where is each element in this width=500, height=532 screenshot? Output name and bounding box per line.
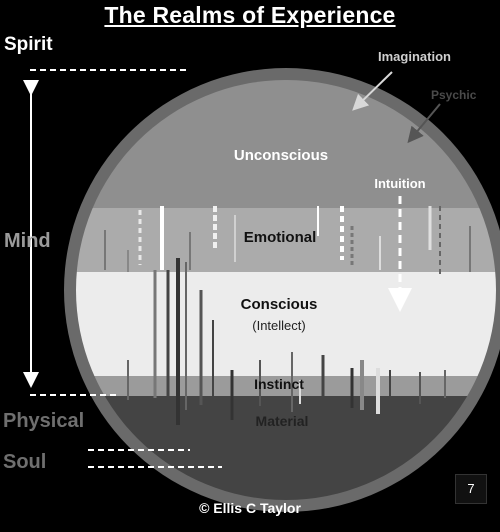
page-number-badge: 7 bbox=[455, 474, 487, 504]
unconscious-label: Unconscious bbox=[234, 147, 328, 164]
intellect-label: (Intellect) bbox=[252, 318, 305, 333]
copyright-text: © Ellis C Taylor bbox=[199, 500, 301, 516]
instinct-label: Instinct bbox=[254, 376, 304, 392]
mind-label: Mind bbox=[4, 230, 51, 252]
material-label: Material bbox=[256, 413, 309, 429]
emotional-label: Emotional bbox=[244, 229, 317, 246]
diagram-title: The Realms of Experience bbox=[104, 2, 396, 28]
intuition-label: Intuition bbox=[374, 176, 425, 191]
conscious-label: Conscious bbox=[241, 296, 318, 313]
soul-label: Soul bbox=[3, 451, 47, 473]
vertical-streaks bbox=[104, 206, 471, 425]
imagination-label: Imagination bbox=[378, 49, 451, 64]
spirit-label: Spirit bbox=[4, 34, 53, 55]
imagination-arrow bbox=[352, 71, 393, 111]
band-conscious bbox=[76, 272, 496, 376]
physical-label: Physical bbox=[3, 410, 85, 432]
band-emotional bbox=[76, 208, 496, 272]
psychic-label: Psychic bbox=[431, 88, 477, 102]
psychic-arrow bbox=[407, 103, 441, 144]
